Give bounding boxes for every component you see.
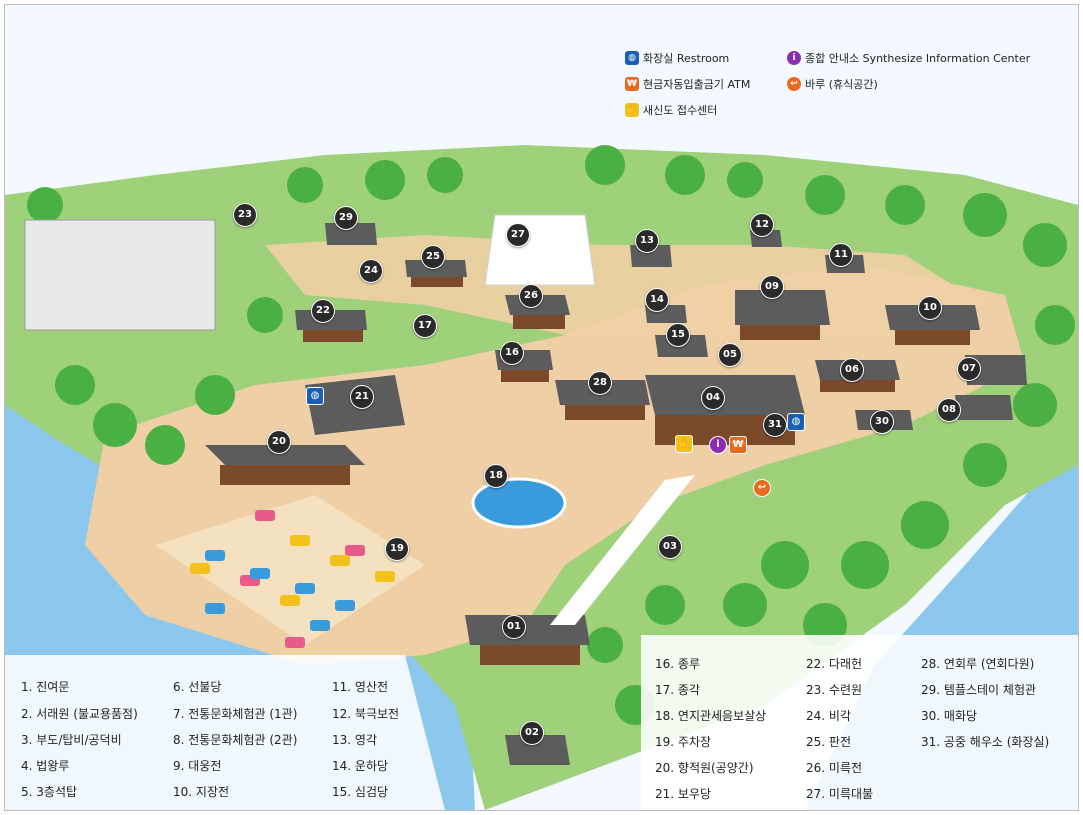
marker-23[interactable]: 23 [233, 203, 257, 227]
legend-item: 18. 연지관세음보살상 [655, 709, 767, 723]
restroom-icon[interactable]: ◍ [306, 387, 324, 405]
buildings [205, 223, 1027, 765]
marker-11[interactable]: 11 [829, 243, 853, 267]
building-23 [24, 219, 216, 331]
legend-reception: ✋ 새신도 접수센터 [625, 102, 717, 118]
marker-07[interactable]: 07 [957, 357, 981, 381]
marker-31[interactable]: 31 [763, 413, 787, 437]
legend-item: 19. 주차장 [655, 735, 712, 749]
legend-item: 29. 템플스테이 체험관 [921, 683, 1037, 697]
legend-item: 17. 종각 [655, 683, 700, 697]
parking-lot [155, 495, 425, 645]
legend-atm: ₩ 현금자동입출금기 ATM [625, 76, 750, 92]
marker-28[interactable]: 28 [588, 371, 612, 395]
reception-icon: ✋ [625, 103, 639, 117]
marker-01[interactable]: 01 [502, 615, 526, 639]
legend-restroom-label: 화장실 Restroom [643, 52, 730, 65]
marker-29[interactable]: 29 [334, 206, 358, 230]
marker-26[interactable]: 26 [519, 284, 543, 308]
legend-item: 9. 대웅전 [173, 759, 222, 773]
legend-item: 23. 수련원 [806, 683, 863, 697]
legend-item: 22. 다래헌 [806, 657, 863, 671]
marker-04[interactable]: 04 [701, 386, 725, 410]
marker-20[interactable]: 20 [267, 430, 291, 454]
marker-14[interactable]: 14 [645, 288, 669, 312]
legend-atm-label: 현금자동입출금기 ATM [643, 78, 751, 91]
pond [471, 477, 567, 529]
legend-item: 5. 3층석탑 [21, 785, 78, 799]
marker-03[interactable]: 03 [658, 535, 682, 559]
atm-icon[interactable]: ₩ [729, 436, 747, 454]
legend-item: 2. 서래원 (불교용품점) [21, 707, 138, 721]
legend-item: 3. 부도/탑비/공덕비 [21, 733, 122, 747]
legend-item: 8. 전통문화체험관 (2관) [173, 733, 298, 747]
marker-15[interactable]: 15 [666, 323, 690, 347]
reception-icon[interactable]: ✋ [675, 435, 693, 453]
buddha-plaza [484, 214, 596, 286]
temple-map [5, 5, 1078, 810]
legend-item: 21. 보우당 [655, 787, 712, 801]
marker-05[interactable]: 05 [718, 343, 742, 367]
legend-item: 27. 미륵대불 [806, 787, 874, 801]
legend-item: 1. 진여문 [21, 680, 70, 694]
info-icon[interactable]: i [709, 436, 727, 454]
legend-item: 28. 연회루 (연회다원) [921, 657, 1035, 671]
info-icon: i [787, 51, 801, 65]
legend-item: 12. 북극보전 [332, 707, 400, 721]
marker-19[interactable]: 19 [385, 537, 409, 561]
legend-item: 14. 운하당 [332, 759, 389, 773]
rest-area-icon: ↩ [787, 77, 801, 91]
marker-02[interactable]: 02 [520, 721, 544, 745]
marker-13[interactable]: 13 [635, 229, 659, 253]
marker-25[interactable]: 25 [421, 245, 445, 269]
legend-item: 15. 심검당 [332, 785, 389, 799]
parking-cars [190, 510, 395, 648]
legend-item: 4. 법왕루 [21, 759, 70, 773]
map-frame: ◍ 화장실 Restroom i 종합 안내소 Synthesize Infor… [4, 4, 1079, 811]
walkway [550, 475, 695, 625]
atm-icon: ₩ [625, 77, 639, 91]
legend-item: 10. 지장전 [173, 785, 230, 799]
legend-item: 13. 영각 [332, 733, 377, 747]
marker-27[interactable]: 27 [506, 223, 530, 247]
marker-22[interactable]: 22 [311, 299, 335, 323]
marker-10[interactable]: 10 [918, 296, 942, 320]
legend-item: 6. 선불당 [173, 680, 222, 694]
legend-item: 30. 매화당 [921, 709, 978, 723]
legend-item: 11. 영산전 [332, 680, 389, 694]
legend-panel-right [641, 635, 1078, 810]
marker-30[interactable]: 30 [870, 410, 894, 434]
legend-item: 16. 종루 [655, 657, 700, 671]
marker-17[interactable]: 17 [413, 314, 437, 338]
rest-area-icon[interactable]: ↩ [753, 479, 771, 497]
marker-12[interactable]: 12 [750, 213, 774, 237]
marker-24[interactable]: 24 [359, 259, 383, 283]
marker-21[interactable]: 21 [350, 385, 374, 409]
marker-08[interactable]: 08 [937, 398, 961, 422]
legend-rest: ↩ 바루 (휴식공간) [787, 76, 878, 92]
legend-panel-left [5, 655, 445, 810]
legend-item: 24. 비각 [806, 709, 851, 723]
marker-16[interactable]: 16 [500, 341, 524, 365]
restroom-icon[interactable]: ◍ [787, 413, 805, 431]
legend-item: 26. 미륵전 [806, 761, 863, 775]
legend-restroom: ◍ 화장실 Restroom [625, 50, 729, 66]
marker-09[interactable]: 09 [760, 275, 784, 299]
legend-info-label: 종합 안내소 Synthesize Information Center [805, 52, 1031, 65]
marker-18[interactable]: 18 [484, 464, 508, 488]
restroom-icon: ◍ [625, 51, 639, 65]
legend-item: 7. 전통문화체험관 (1관) [173, 707, 298, 721]
legend-info: i 종합 안내소 Synthesize Information Center [787, 50, 1030, 66]
legend-item: 31. 공중 해우소 (화장실) [921, 735, 1050, 749]
legend-rest-label: 바루 (휴식공간) [805, 78, 878, 91]
marker-06[interactable]: 06 [840, 358, 864, 382]
legend-reception-label: 새신도 접수센터 [643, 104, 718, 117]
legend-item: 25. 판전 [806, 735, 851, 749]
legend-item: 20. 향적원(공양간) [655, 761, 754, 775]
